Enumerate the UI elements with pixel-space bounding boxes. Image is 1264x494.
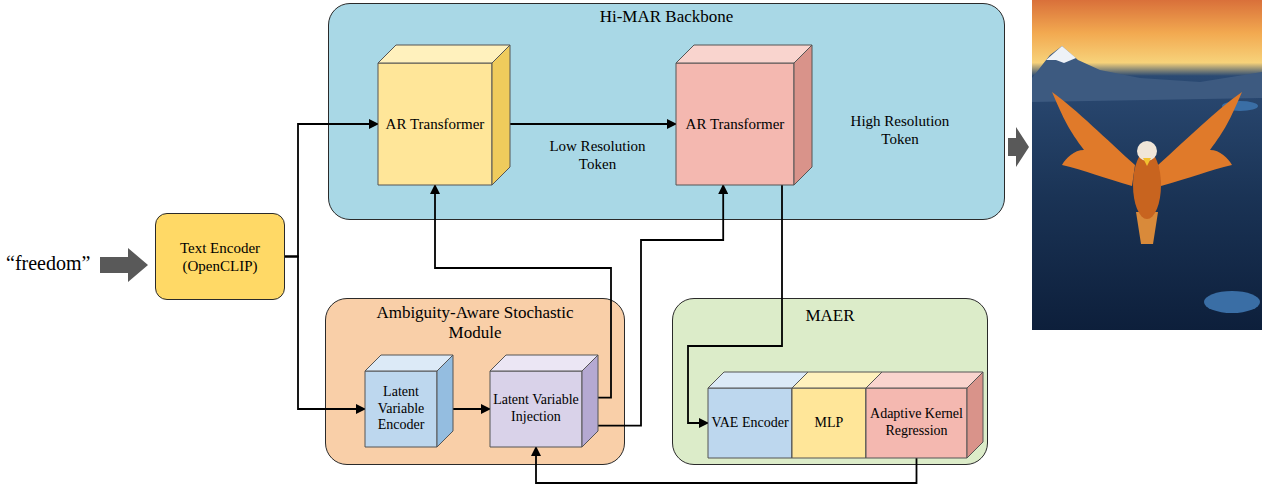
node-text: Latent Variable Encoder (365, 384, 437, 434)
cube-top (866, 372, 983, 388)
node-text: AR Transformer (383, 115, 488, 133)
cube-face: Latent Variable Injection (490, 371, 582, 447)
node-text: Latent Variable Injection (490, 392, 582, 426)
node-text: Text Encoder (OpenCLIP) (162, 239, 278, 275)
cube-shape (378, 45, 510, 185)
cube-top (378, 45, 510, 63)
output-arrow (1008, 127, 1029, 167)
node-text: Ambiguity-Aware Stochastic Module (355, 298, 595, 344)
eagle-body (1133, 151, 1161, 219)
cube-front (676, 63, 794, 185)
connector (510, 123, 676, 125)
cube-side (492, 45, 510, 185)
node-text: AR Transformer (683, 115, 788, 133)
label-slot: Low Resolution Token (535, 137, 660, 173)
cube-side (967, 372, 983, 458)
cube-side (794, 45, 812, 185)
cube-block: Latent Variable Encoder (365, 355, 453, 447)
connector (453, 408, 490, 410)
module-panel: MAER VAE Encoder MLP Adaptive Kernel Regres… (672, 298, 988, 465)
cube-block: Adaptive Kernel Regression (866, 372, 983, 458)
cube-block: Latent Variable Injection (490, 355, 598, 447)
node-text: MLP (812, 415, 847, 432)
edge-label: Low Resolution Token (535, 137, 660, 173)
image-snow (1046, 46, 1076, 63)
cube-face: VAE Encoder (708, 388, 792, 458)
eagle-wing (1052, 92, 1135, 186)
cube-front (792, 388, 866, 458)
cube-face: AR Transformer (676, 63, 794, 185)
node-text: Adaptive Kernel Regression (866, 406, 967, 440)
annotation-label: High Resolution Token (835, 112, 965, 148)
cube-front (378, 63, 492, 185)
module-panel: Ambiguity-Aware Stochastic ModuleLatent … (325, 298, 625, 465)
cube-top (708, 372, 808, 388)
cube-top (490, 355, 598, 371)
cube-face: AR Transformer (378, 63, 492, 185)
image-mountains (1032, 46, 1262, 102)
cube-side (437, 355, 453, 447)
cube-front (866, 388, 967, 458)
cube-face: MLP (792, 388, 866, 458)
annotation-label: “freedom” (6, 251, 90, 275)
eagle-wing (1158, 92, 1242, 186)
module-panel: Hi-MAR Backbone AR Transformer AR Transfor… (328, 3, 1005, 220)
cube-front (490, 371, 582, 447)
cube-face: Adaptive Kernel Regression (866, 388, 967, 458)
process-box: Text Encoder (OpenCLIP) (155, 213, 285, 300)
cube-side (582, 355, 598, 447)
node-text: MAER (730, 298, 930, 326)
label-slot: “freedom” (6, 251, 90, 275)
cube-front (708, 388, 792, 458)
cube-shape (676, 45, 812, 185)
cube-block: AR Transformer (378, 45, 510, 185)
eagle-beak (1143, 158, 1151, 166)
label-slot: High Resolution Token (835, 112, 965, 148)
cube-face: Latent Variable Encoder (365, 371, 437, 447)
input-arrow (100, 248, 148, 282)
cube-top (676, 45, 812, 63)
image-lake (1204, 291, 1260, 313)
image-sky (1032, 0, 1262, 330)
node-text: Hi-MAR Backbone (467, 3, 867, 27)
cube-block: AR Transformer (676, 45, 812, 185)
generated-image (1032, 0, 1262, 330)
cube-front (365, 371, 437, 447)
node-text: VAE Encoder (708, 415, 791, 432)
